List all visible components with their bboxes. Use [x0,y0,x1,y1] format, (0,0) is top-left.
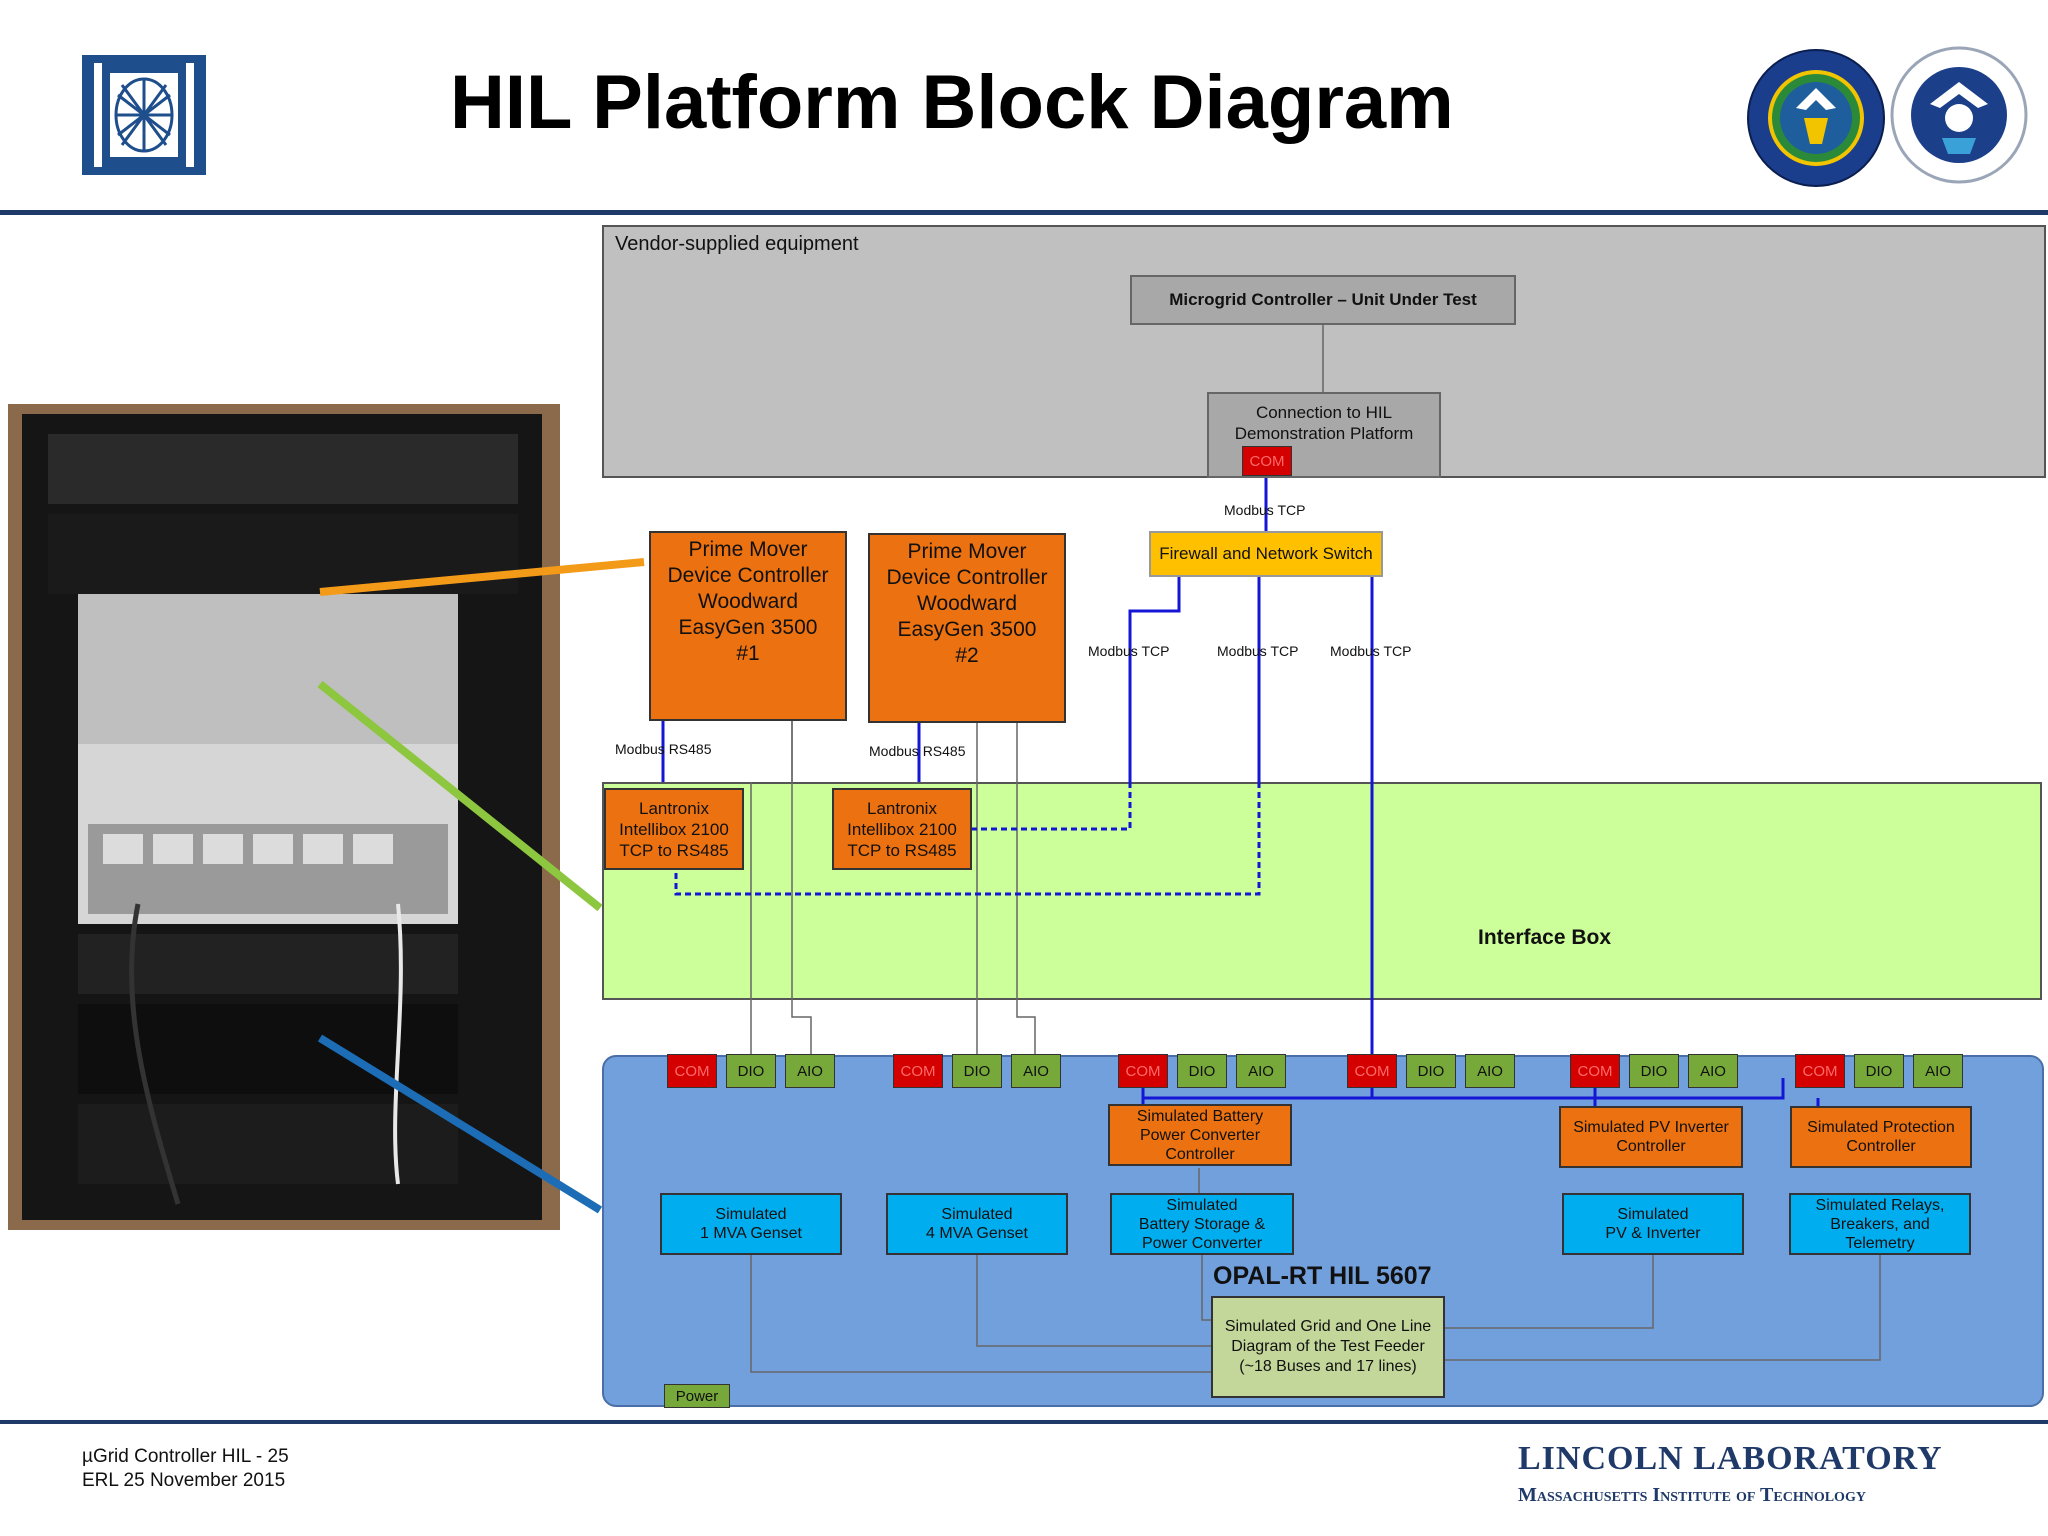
page-title: HIL Platform Block Diagram [450,60,1454,145]
vendor-label: Vendor-supplied equipment [615,233,859,255]
port-aio-5: AIO [1688,1054,1738,1088]
connection-box: Connection to HIL Demonstration Platform [1207,392,1441,478]
port-com-3: COM [1118,1054,1168,1088]
modbus-tcp-label-2: Modbus TCP [1217,643,1299,659]
sim-battery-storage-box: Simulated Battery Storage & Power Conver… [1110,1193,1294,1255]
port-aio-2: AIO [1011,1054,1061,1088]
port-dio-2: DIO [952,1054,1002,1088]
lincoln-lab-logo-icon [82,55,206,175]
port-aio-1: AIO [785,1054,835,1088]
ll-logo [82,55,206,175]
port-dio-3: DIO [1177,1054,1227,1088]
footer-line-2: ERL 25 November 2015 [82,1470,286,1491]
modbus-tcp-label-3: Modbus TCP [1330,643,1412,659]
doe-seal [1746,48,1886,188]
sim-1mva-genset-box: Simulated 1 MVA Genset [660,1193,842,1255]
connection-com-port: COM [1242,446,1292,476]
microgrid-controller-box: Microgrid Controller – Unit Under Test [1130,275,1516,325]
port-dio-1: DIO [726,1054,776,1088]
lantronix-1-box: Lantronix Intellibox 2100 TCP to RS485 [604,788,744,870]
sim-grid-box: Simulated Grid and One Line Diagram of t… [1211,1296,1445,1398]
port-aio-4: AIO [1465,1054,1515,1088]
header-rule [0,210,2048,215]
modbus-tcp-label-top: Modbus TCP [1224,502,1306,518]
modbus-rs485-label-2: Modbus RS485 [869,743,966,759]
rack-photo [8,404,560,1230]
footer-rule [0,1420,2048,1424]
lab-name: LINCOLN LABORATORY [1518,1440,1943,1477]
sim-battery-controller-box: Simulated Battery Power Converter Contro… [1108,1104,1292,1166]
interface-box-label: Interface Box [1478,926,1612,949]
server-rack-photo [8,404,560,1230]
dhs-seal-icon [1890,46,2028,184]
port-com-5: COM [1570,1054,1620,1088]
modbus-tcp-label-1: Modbus TCP [1088,643,1170,659]
opal-rt-title: OPAL-RT HIL 5607 [1213,1262,1432,1290]
port-dio-5: DIO [1629,1054,1679,1088]
doe-seal-icon [1747,49,1885,187]
port-aio-6: AIO [1913,1054,1963,1088]
prime-mover-1-box: Prime Mover Device Controller Woodward E… [649,531,847,721]
prime-mover-2-box: Prime Mover Device Controller Woodward E… [868,533,1066,723]
interface-box [602,782,2042,1000]
power-label-box: Power [664,1384,730,1408]
port-com-2: COM [893,1054,943,1088]
lantronix-2-box: Lantronix Intellibox 2100 TCP to RS485 [832,788,972,870]
port-com-1: COM [667,1054,717,1088]
dhs-seal [1890,46,2028,184]
port-com-6: COM [1795,1054,1845,1088]
port-dio-4: DIO [1406,1054,1456,1088]
sim-protection-controller-box: Simulated Protection Controller [1790,1106,1972,1168]
port-aio-3: AIO [1236,1054,1286,1088]
sim-pv-inverter-box: Simulated PV & Inverter [1562,1193,1744,1255]
sim-pv-controller-box: Simulated PV Inverter Controller [1559,1106,1743,1168]
sim-4mva-genset-box: Simulated 4 MVA Genset [886,1193,1068,1255]
sim-relays-box: Simulated Relays, Breakers, and Telemetr… [1789,1193,1971,1255]
port-com-4: COM [1347,1054,1397,1088]
modbus-rs485-label-1: Modbus RS485 [615,741,712,757]
port-dio-6: DIO [1854,1054,1904,1088]
firewall-switch-box: Firewall and Network Switch [1149,531,1383,577]
lab-subtitle: Massachusetts Institute of Technology [1518,1484,1866,1506]
footer-line-1: µGrid Controller HIL - 25 [82,1446,289,1467]
